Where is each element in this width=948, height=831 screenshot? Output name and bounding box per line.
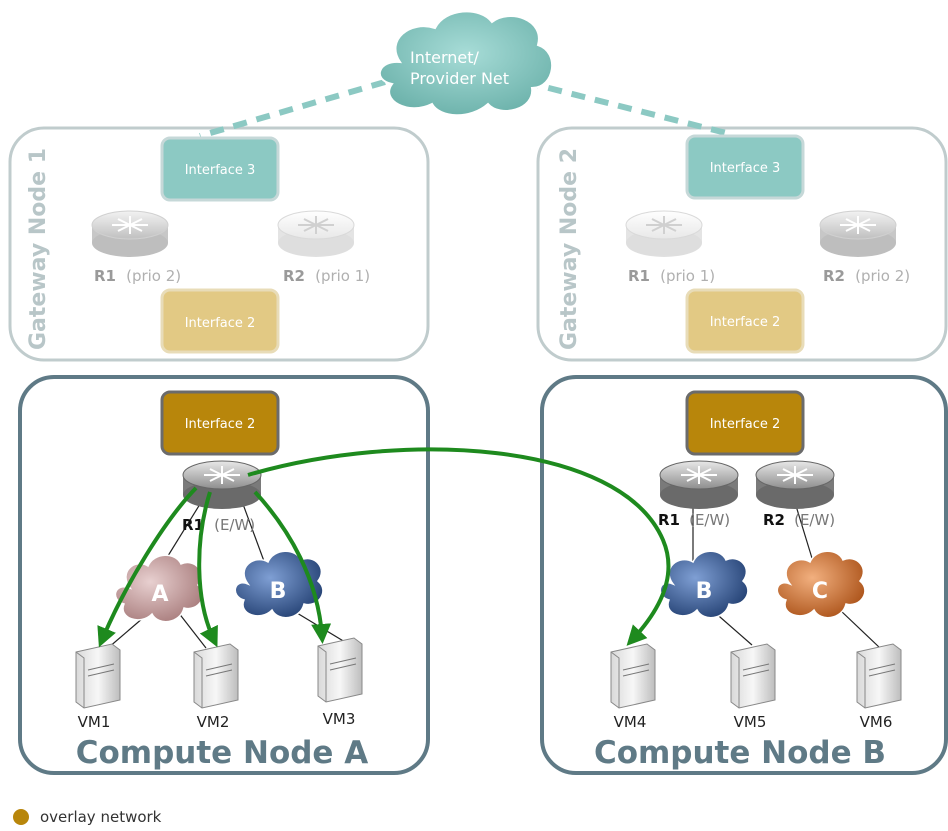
legend-label: overlay network — [40, 808, 162, 826]
vm5-server-icon — [730, 643, 776, 709]
traffic-flows — [97, 447, 671, 648]
network-c-label: C — [812, 579, 828, 604]
gw2-interface-3 — [685, 134, 805, 200]
cna-r1-detail: (E/W) — [214, 516, 255, 534]
cnb-r1-router-icon — [659, 460, 739, 509]
gw1-r1-label: R1 (prio 2) — [94, 266, 181, 285]
gw1-interface-3-label: Interface 3 — [185, 163, 256, 178]
vm3-server-icon — [317, 637, 363, 703]
compute-node-b-box — [540, 375, 948, 775]
compute-node-b-title: Compute Node B — [594, 735, 886, 771]
gateway-node-2-box — [536, 126, 948, 362]
cna-r1-label: R1 (E/W) — [182, 515, 255, 534]
cnb-r1-name: R1 — [658, 511, 680, 529]
vm3-label: VM3 — [323, 710, 356, 728]
gw1-interface-2 — [160, 288, 280, 354]
gw1-r2-name: R2 — [283, 267, 305, 285]
gw2-r1-detail: (prio 1) — [660, 267, 715, 285]
vm6-label: VM6 — [860, 713, 893, 731]
gw1-r1-router-icon — [91, 210, 169, 257]
gw2-r2-name: R2 — [823, 267, 845, 285]
cnb-interface-2-label: Interface 2 — [710, 417, 781, 432]
gw1-interface-3 — [160, 136, 280, 202]
cnb-r2-name: R2 — [763, 511, 785, 529]
flow-to-vm2 — [197, 491, 218, 648]
vm4-server-icon — [610, 643, 656, 709]
internet-label-line2: Provider Net — [410, 69, 509, 88]
vm1-label: VM1 — [78, 713, 111, 731]
gw2-r2-label: R2 (prio 2) — [823, 266, 910, 285]
vm2-label: VM2 — [197, 713, 230, 731]
gw1-r2-label: R2 (prio 1) — [283, 266, 370, 285]
gw2-r1-label: R1 (prio 1) — [628, 266, 715, 285]
cna-r1-name: R1 — [182, 516, 204, 534]
gw1-r1-detail: (prio 2) — [126, 267, 181, 285]
gateway-node-1-title: Gateway Node 1 — [26, 148, 51, 350]
internet-cloud-icon: Internet/ Provider Net — [378, 10, 554, 117]
vm1-server-icon — [75, 643, 121, 709]
cnb-r2-detail: (E/W) — [794, 511, 835, 529]
network-b-label: B — [270, 579, 287, 604]
vm6-server-icon — [856, 643, 902, 709]
uplink-gw2 — [524, 79, 731, 137]
gw2-interface-2-label: Interface 2 — [710, 315, 781, 330]
cnb-r1-detail: (E/W) — [689, 511, 730, 529]
network-b-node-b-label: B — [696, 579, 713, 604]
gw2-r2-router-icon — [819, 210, 897, 257]
internet-label-line1: Internet/ — [410, 48, 480, 67]
gw2-interface-3-label: Interface 3 — [710, 161, 781, 176]
network-b-node-b-cloud-icon: B — [659, 550, 749, 619]
cna-interface-2-label: Interface 2 — [185, 417, 256, 432]
network-b-cloud-icon: B — [234, 550, 324, 619]
flow-to-vm1 — [97, 486, 198, 648]
gw2-r1-name: R1 — [628, 267, 650, 285]
flow-to-vm4 — [247, 447, 671, 646]
vm2-server-icon — [193, 643, 239, 709]
network-c-cloud-icon: C — [776, 550, 866, 619]
cna-interface-2 — [160, 390, 280, 456]
gateway-node-2-title: Gateway Node 2 — [557, 148, 582, 350]
cnb-r2-label: R2 (E/W) — [763, 510, 835, 529]
vm4-label: VM4 — [614, 713, 647, 731]
cnb-r2-router-icon — [755, 460, 835, 509]
cnb-r1-label: R1 (E/W) — [658, 510, 730, 529]
network-a-label: A — [151, 582, 168, 607]
overlay-network-legend-swatch — [13, 809, 29, 825]
cnb-interface-2 — [685, 390, 805, 456]
uplink-gw1 — [199, 79, 386, 139]
compute-node-a-box — [18, 375, 430, 775]
gw2-r2-detail: (prio 2) — [855, 267, 910, 285]
gw2-interface-2 — [685, 288, 805, 354]
gw1-r1-name: R1 — [94, 267, 116, 285]
compute-node-a-title: Compute Node A — [76, 735, 369, 771]
gw1-r2-detail: (prio 1) — [315, 267, 370, 285]
gw1-interface-2-label: Interface 2 — [185, 316, 256, 331]
gw1-r2-router-icon — [277, 210, 355, 257]
vm5-label: VM5 — [734, 713, 767, 731]
cna-r1-router-icon — [182, 460, 262, 509]
gw2-r1-router-icon — [625, 210, 703, 257]
flow-to-vm3 — [253, 490, 332, 644]
